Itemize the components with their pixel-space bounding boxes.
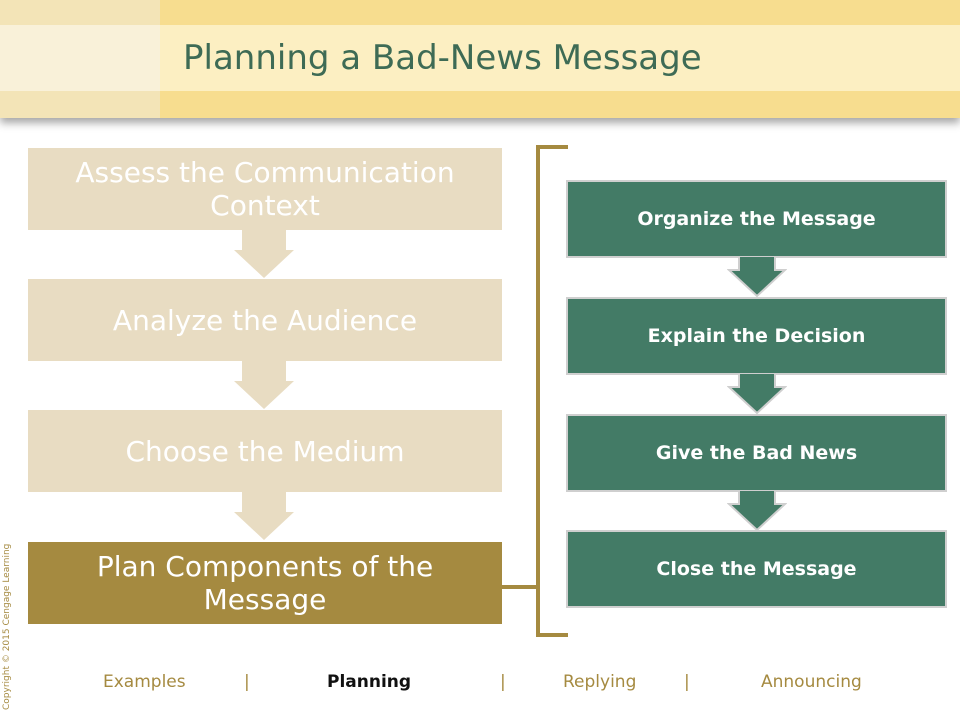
header-band bbox=[0, 25, 960, 91]
step-analyze-audience: Analyze the Audience bbox=[28, 279, 502, 361]
substep-label: Organize the Message bbox=[637, 208, 876, 230]
down-arrow-icon bbox=[727, 373, 787, 415]
header-band-left bbox=[0, 25, 160, 91]
nav-separator: | bbox=[684, 672, 690, 692]
down-arrow-icon bbox=[234, 492, 294, 540]
step-choose-medium: Choose the Medium bbox=[28, 410, 502, 492]
substep-close-message: Close the Message bbox=[566, 530, 947, 608]
substep-give-bad-news: Give the Bad News bbox=[566, 414, 947, 492]
nav-examples[interactable]: Examples bbox=[103, 672, 186, 692]
bracket-connector bbox=[502, 145, 568, 637]
step-label: Analyze the Audience bbox=[112, 303, 418, 337]
substep-label: Close the Message bbox=[656, 558, 857, 580]
step-label: Choose the Medium bbox=[125, 434, 405, 468]
down-arrow-icon bbox=[234, 361, 294, 409]
substep-organize-message: Organize the Message bbox=[566, 180, 947, 258]
footer-nav: Examples | Planning | Replying | Announc… bbox=[0, 672, 960, 696]
step-label: Assess the Communication Context bbox=[75, 156, 455, 222]
down-arrow-icon bbox=[727, 256, 787, 298]
nav-announcing[interactable]: Announcing bbox=[761, 672, 862, 692]
down-arrow-icon bbox=[234, 230, 294, 278]
step-assess-context: Assess the Communication Context bbox=[28, 148, 502, 230]
nav-replying[interactable]: Replying bbox=[563, 672, 637, 692]
substep-label: Explain the Decision bbox=[647, 325, 866, 347]
step-plan-components: Plan Components of the Message bbox=[28, 542, 502, 624]
substep-label: Give the Bad News bbox=[655, 442, 858, 464]
page-title: Planning a Bad-News Message bbox=[183, 38, 702, 78]
nav-planning[interactable]: Planning bbox=[327, 672, 412, 692]
nav-separator: | bbox=[244, 672, 250, 692]
substep-explain-decision: Explain the Decision bbox=[566, 297, 947, 375]
step-label: Plan Components of the Message bbox=[96, 550, 434, 616]
nav-separator: | bbox=[500, 672, 506, 692]
down-arrow-icon bbox=[727, 490, 787, 532]
